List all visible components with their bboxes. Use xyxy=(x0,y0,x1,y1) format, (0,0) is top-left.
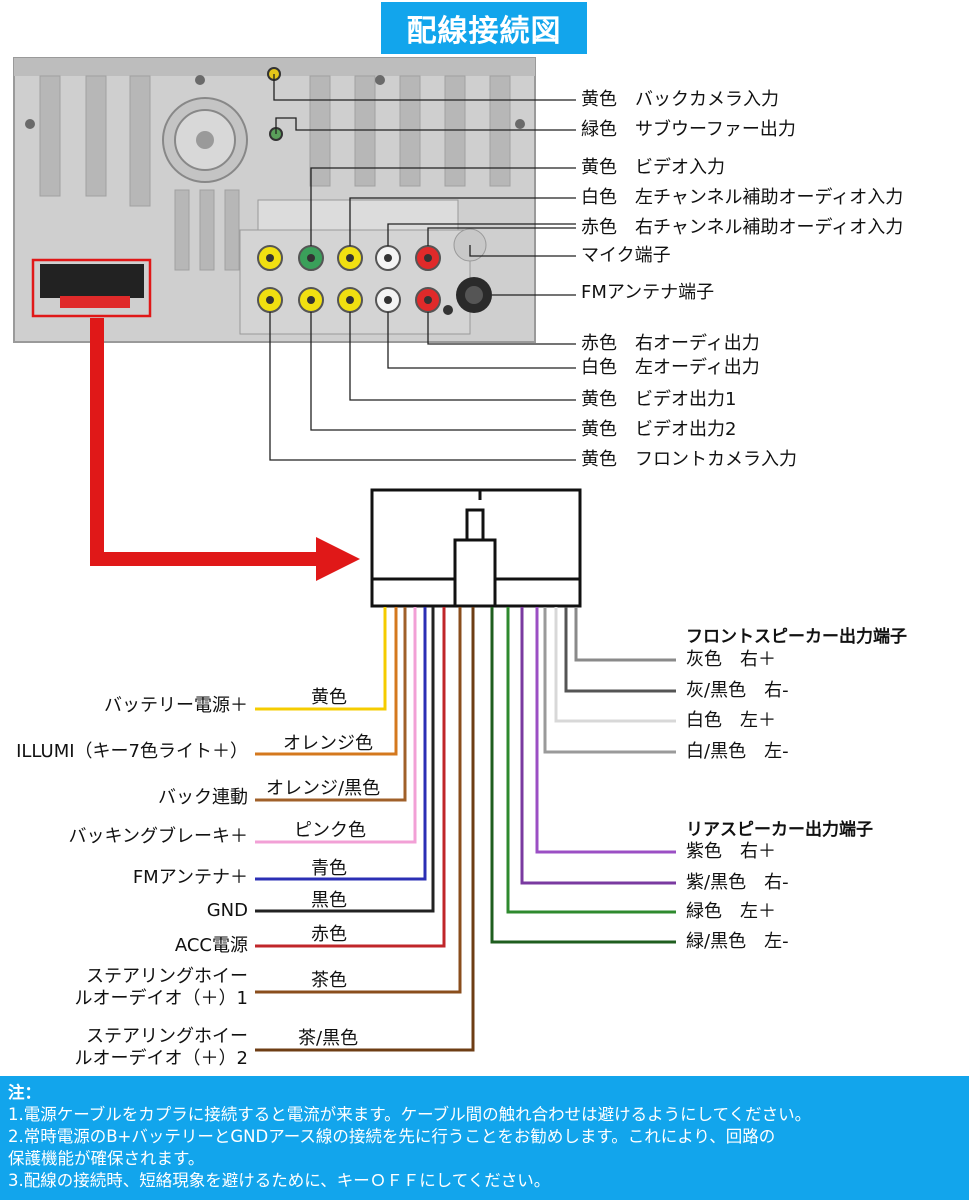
wire-function-label: ACC電源 xyxy=(174,935,248,956)
wire-color-label: オレンジ色 xyxy=(283,733,373,754)
rca-row-1 xyxy=(257,245,441,271)
note-line: 1.電源ケーブルをカプラに接続すると電流が来ます。ケーブル間の触れ合わせは避ける… xyxy=(8,1105,812,1124)
note-line: 保護機能が確保されます。 xyxy=(8,1149,205,1168)
wire-function-label: GND xyxy=(206,900,248,921)
note-line: 2.常時電源のB+バッテリーとGNDアース線の接続を先に行うことをお勧めします。… xyxy=(8,1127,776,1146)
harness-connector xyxy=(370,488,582,608)
wire-color-label: オレンジ/黒色 xyxy=(266,778,381,799)
wire-color-label: ピンク色 xyxy=(294,820,366,841)
left-wires xyxy=(255,607,475,1052)
wire-function-label: バック連動 xyxy=(158,787,248,808)
wire-color-label: 茶色 xyxy=(311,970,347,991)
wire-color-label: 青色 xyxy=(311,858,347,879)
port-leader-lines xyxy=(269,74,576,461)
port-label: FMアンテナ端子 xyxy=(581,282,715,303)
wire-color-label: 黒色 xyxy=(311,890,347,911)
port-label: 緑色 サブウーファー出力 xyxy=(581,119,796,140)
notes-heading: 注： xyxy=(8,1083,41,1102)
port-label: 赤色 右オーディ出力 xyxy=(581,333,760,354)
wire-function-label: FMアンテナ＋ xyxy=(132,867,248,888)
port-label: 白色 左オーディ出力 xyxy=(581,357,760,378)
port-label: マイク端子 xyxy=(581,245,671,266)
wire-function-label: ILLUMI（キー7色ライト＋） xyxy=(16,741,248,762)
wire-color-label: 赤色 xyxy=(311,924,347,945)
wire-function-label: ステアリングホイー ルオーデイオ（＋）1 xyxy=(74,966,248,1009)
wire-function-label: ステアリングホイー ルオーデイオ（＋）2 xyxy=(74,1026,248,1069)
port-label: 黄色 ビデオ入力 xyxy=(581,157,725,178)
speaker-wire-label: 緑/黒色 左- xyxy=(686,931,789,952)
speaker-wire-label: 白色 左＋ xyxy=(686,710,776,731)
speaker-wire-label: 灰/黒色 右- xyxy=(686,680,789,701)
connection-arrow xyxy=(90,318,360,581)
front-speaker-heading: フロントスピーカー出力端子 xyxy=(686,627,907,647)
port-label: 黄色 ビデオ出力1 xyxy=(581,389,737,410)
rear-speaker-heading: リアスピーカー出力端子 xyxy=(686,820,873,840)
diagram-title: 配線接続図 xyxy=(381,2,587,54)
notes-panel: 注： 1.電源ケーブルをカプラに接続すると電流が来ます。ケーブル間の触れ合わせは… xyxy=(0,1076,969,1200)
port-label: 白色 左チャンネル補助オーディオ入力 xyxy=(581,187,904,208)
port-label: 黄色 ビデオ出力2 xyxy=(581,419,737,440)
wire-function-label: バッテリー電源＋ xyxy=(104,695,248,716)
speaker-wire-label: 白/黒色 左- xyxy=(686,741,789,762)
head-unit-rear-panel xyxy=(13,57,536,343)
speaker-wire-label: 紫色 右＋ xyxy=(686,841,776,862)
wire-color-label: 黄色 xyxy=(311,687,347,708)
port-label: 黄色 フロントカメラ入力 xyxy=(581,449,797,470)
port-label: 赤色 右チャンネル補助オーディオ入力 xyxy=(581,217,904,238)
speaker-wire-label: 紫/黒色 右- xyxy=(686,872,789,893)
wire-function-label: バッキングブレーキ＋ xyxy=(68,826,248,847)
port-label: 黄色 バックカメラ入力 xyxy=(581,89,779,110)
right-wires xyxy=(490,607,676,944)
speaker-wire-label: 灰色 右＋ xyxy=(686,649,776,670)
note-line: 3.配線の接続時、短絡現象を避けるために、キーＯＦＦにしてください。 xyxy=(8,1171,551,1190)
speaker-wire-label: 緑色 左＋ xyxy=(686,901,776,922)
wire-color-label: 茶/黒色 xyxy=(298,1028,359,1049)
